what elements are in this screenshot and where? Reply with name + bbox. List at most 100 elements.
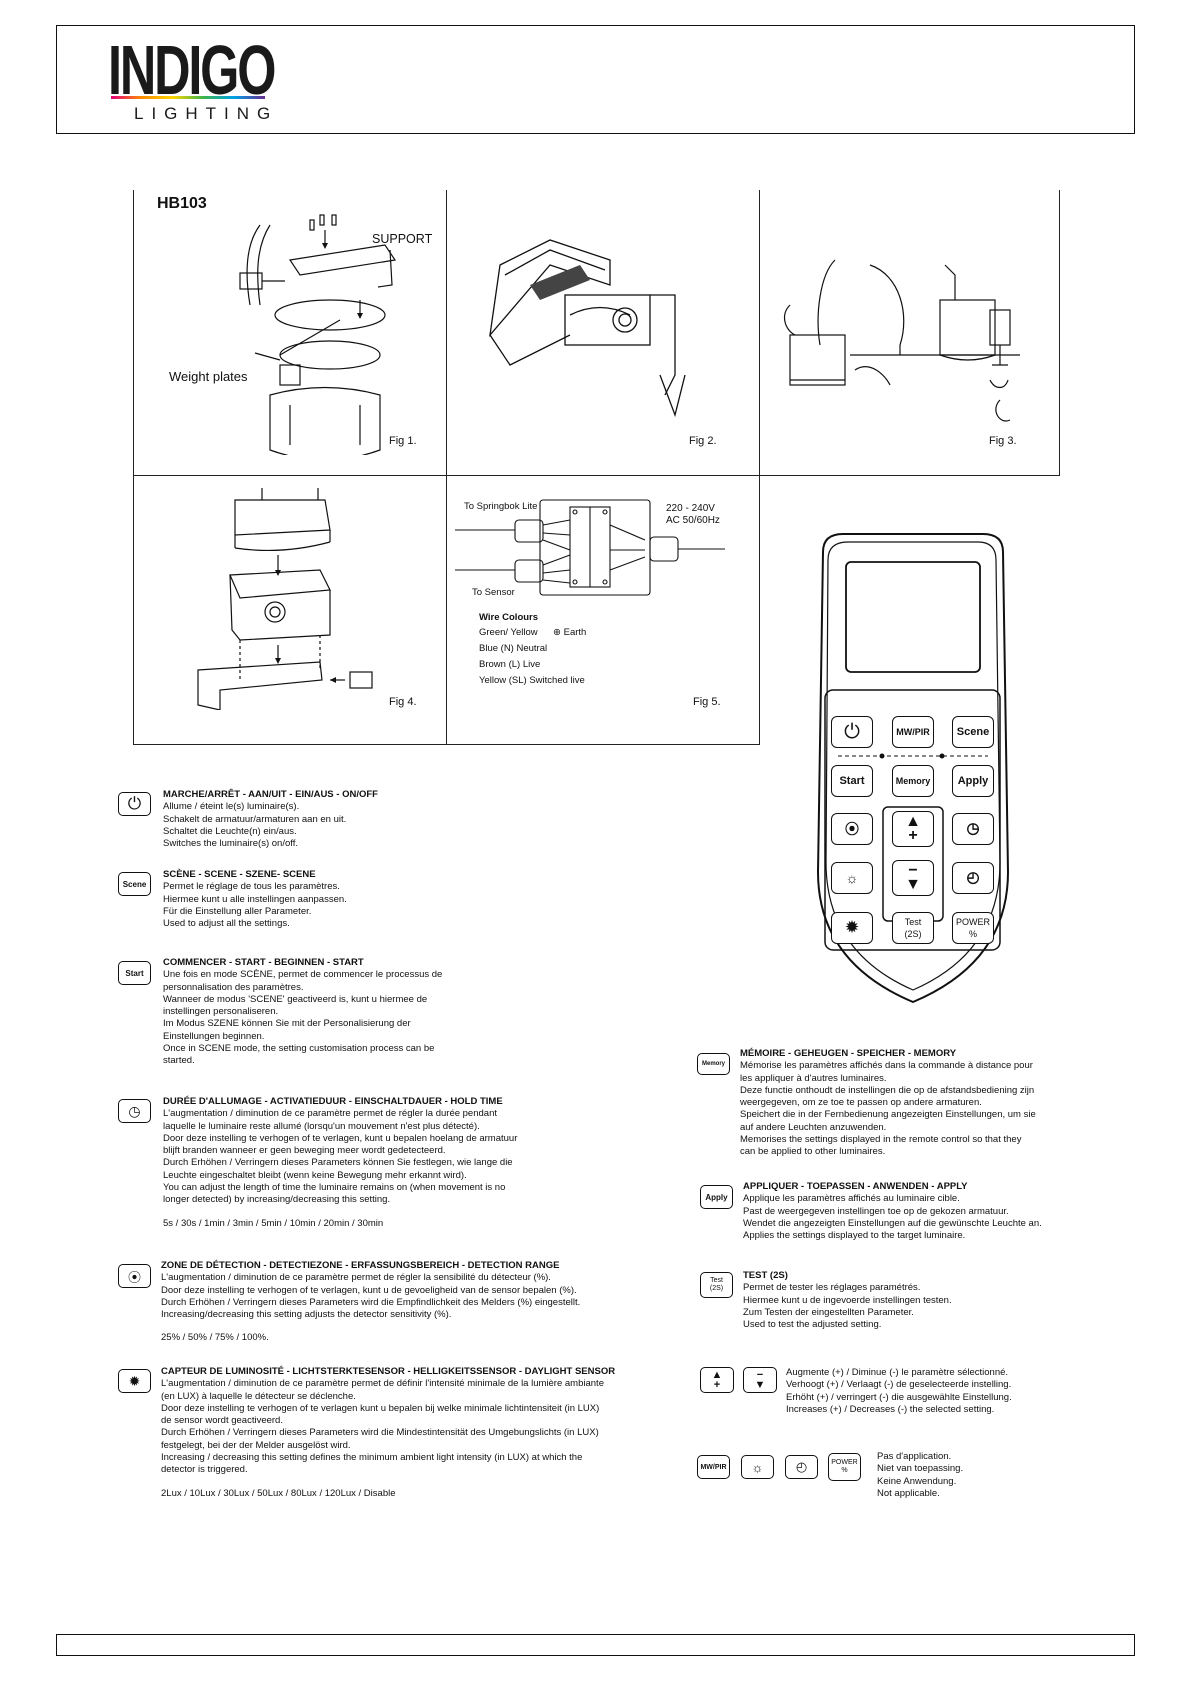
legend-onoff-line: Schakelt de armatuur/armaturen aan en ui… xyxy=(163,813,347,825)
legend-hold-time-icon: ◷ xyxy=(118,1099,151,1123)
fig5-wire-green: Green/ Yellow xyxy=(479,627,538,638)
legend-daylight-line: Increasing / decreasing this setting def… xyxy=(161,1452,583,1464)
remote-increase-button[interactable]: ▲+ xyxy=(892,811,934,847)
arrow-up-plus-icon: ▲+ xyxy=(905,813,921,844)
legend-test: TEST (2S) Permet de tester les réglages … xyxy=(743,1270,952,1331)
legend-onoff-line: Switches the luminaire(s) on/off. xyxy=(163,838,298,850)
remote-timer-button[interactable]: ◴ xyxy=(952,862,994,894)
fig1-weight-plates-label: Weight plates xyxy=(169,369,248,384)
bulb-icon: ☼ xyxy=(751,1459,764,1475)
legend-power-icon-sub: % xyxy=(841,1467,848,1474)
grid-line xyxy=(759,190,760,745)
legend-onoff-icon: ⏻ xyxy=(118,792,151,816)
legend-hold-line: blijft branden wanneer er geen beweging … xyxy=(163,1145,446,1157)
legend-na-line: Keine Anwendung. xyxy=(877,1475,957,1487)
fig5-to-sensor-label: To Sensor xyxy=(472,587,515,598)
remote-light-button[interactable]: ☼ xyxy=(831,862,873,894)
legend-memory-line: weergegeven, om ze toe te passen op ande… xyxy=(740,1097,982,1109)
legend-hold-line: Leuchte eingeschaltet bleibt (wenn keine… xyxy=(163,1169,467,1181)
remote-test-text: Test xyxy=(904,917,922,927)
legend-test-line: Permet de tester les réglages paramétrés… xyxy=(743,1282,921,1294)
legend-scene-title: SCÈNE - SCENE - SZENE- SCENE xyxy=(163,869,316,880)
timer-icon: ◴ xyxy=(795,1459,808,1474)
legend-scene-line: Hiermee kunt u alle instellingen aanpass… xyxy=(163,893,347,905)
legend-hold-title: DURÉE D'ALLUMAGE - ACTIVATIEDUUR - EINSC… xyxy=(163,1096,503,1107)
legend-daylight-line: Durch Erhöhen / Verringern dieses Parame… xyxy=(161,1427,599,1439)
legend-test-line: Zum Testen der eingestellten Parameter. xyxy=(743,1306,914,1318)
legend-onoff-title: MARCHE/ARRÊT - AAN/UIT - EIN/AUS - ON/OF… xyxy=(163,789,378,800)
clock-icon: ◷ xyxy=(966,820,980,837)
legend-onoff-line: Schaltet die Leuchte(n) ein/aus. xyxy=(163,825,297,837)
legend-start-line: started. xyxy=(163,1055,195,1067)
remote-power-button[interactable]: ⏻ xyxy=(831,716,873,748)
legend-hold-line: You can adjust the length of time the lu… xyxy=(163,1182,506,1194)
legend-range-line: L'augmentation / diminution de ce paramè… xyxy=(161,1272,551,1284)
legend-start-line: instellingen personaliseren. xyxy=(163,1006,279,1018)
remote-power-sub: % xyxy=(968,929,977,939)
fig2-label: Fig 2. xyxy=(689,435,717,447)
fig5-wire-brown: Brown (L) Live xyxy=(479,659,541,670)
remote-power-percent-button[interactable]: POWER% xyxy=(952,912,994,944)
legend-scene: SCÈNE - SCENE - SZENE- SCENE Permet le r… xyxy=(163,869,347,930)
remote-start-button[interactable]: Start xyxy=(831,765,873,797)
remote-apply-button[interactable]: Apply xyxy=(952,765,994,797)
legend-daylight-line: de sensor wordt geactiveerd. xyxy=(161,1415,283,1427)
legend-arrows-line: Erhöht (+) / verringert (-) die ausgewäh… xyxy=(786,1391,1012,1403)
legend-memory: MÉMOIRE - GEHEUGEN - SPEICHER - MEMORY M… xyxy=(740,1048,1036,1159)
legend-start-line: Einstellungen beginnen. xyxy=(163,1030,265,1042)
legend-test-icon: Test(2S) xyxy=(700,1272,733,1298)
legend-memory-line: les appliquer à d'autres luminaires. xyxy=(740,1072,887,1084)
legend-test-line: Used to test the adjusted setting. xyxy=(743,1319,882,1331)
clock-icon: ◷ xyxy=(128,1102,141,1119)
remote-power-text: POWER xyxy=(955,917,990,927)
legend-start-line: Once in SCENE mode, the setting customis… xyxy=(163,1043,435,1055)
remote-scene-button[interactable]: Scene xyxy=(952,716,994,748)
legend-power-icon-text: POWER xyxy=(831,1459,858,1466)
remote-decrease-button[interactable]: −▼ xyxy=(892,860,934,896)
remote-daylight-button[interactable]: ✹ xyxy=(831,912,873,944)
grid-line xyxy=(133,190,134,745)
legend-apply-line: Wendet die angezeigten Einstellungen auf… xyxy=(743,1217,1042,1229)
legend-bulb-icon: ☼ xyxy=(741,1455,774,1479)
fig5-wire-blue: Blue (N) Neutral xyxy=(479,643,548,654)
grid-line xyxy=(446,190,447,745)
legend-daylight-icon: ✹ xyxy=(118,1369,151,1393)
legend-start-line: Wanneer de modus 'SCENE' geactiveerd is,… xyxy=(163,993,428,1005)
legend-mwpir-icon: MW/PIR xyxy=(697,1455,730,1479)
logo-subtitle: LIGHTING xyxy=(134,104,279,123)
remote-detection-range-button[interactable]: ⦿ xyxy=(831,813,873,845)
fig5-wire-title: Wire Colours xyxy=(479,612,539,623)
legend-range-line: Door deze instelling te verhogen of te v… xyxy=(161,1284,577,1296)
legend-na-line: Not applicable. xyxy=(877,1487,940,1499)
legend-apply-line: Applique les paramètres affichés au lumi… xyxy=(743,1193,960,1205)
legend-detection-range: ZONE DE DÉTECTION - DETECTIEZONE - ERFAS… xyxy=(161,1260,580,1345)
legend-range-values: 25% / 50% / 75% / 100%. xyxy=(161,1332,269,1344)
model-label: HB103 xyxy=(157,195,207,212)
arrow-up-plus-icon: ▲+ xyxy=(711,1369,723,1391)
remote-memory-button[interactable]: Memory xyxy=(892,765,934,797)
legend-daylight-line: (en LUX) à laquelle le détecteur se décl… xyxy=(161,1390,356,1402)
legend-scene-line: Für die Einstellung aller Parameter. xyxy=(163,905,312,917)
fig5-wire-yellow: Yellow (SL) Switched live xyxy=(479,675,585,686)
fig4-label: Fig 4. xyxy=(389,696,417,708)
legend-start: COMMENCER - START - BEGINNEN - START Une… xyxy=(163,957,442,1068)
legend-memory-icon: Memory xyxy=(697,1053,730,1075)
legend-memory-line: auf andere Leuchten anzuwenden. xyxy=(740,1121,887,1133)
remote-mwpir-button[interactable]: MW/PIR xyxy=(892,716,934,748)
legend-arrows-line: Augmente (+) / Diminue (-) le paramètre … xyxy=(786,1367,1009,1378)
legend-start-line: personnalisation des paramètres. xyxy=(163,981,304,993)
legend-range-icon: ⦿ xyxy=(118,1264,151,1288)
legend-hold-line: Door deze instelling te verhogen of te v… xyxy=(163,1132,518,1144)
earth-icon: ⊕ xyxy=(553,627,561,638)
remote-test-button[interactable]: Test(2S) xyxy=(892,912,934,944)
legend-na-line: Pas d'application. xyxy=(877,1451,952,1462)
legend-hold-line: L'augmentation / diminution de ce paramè… xyxy=(163,1108,497,1120)
legend-start-line: Une fois en mode SCÈNE, permet de commen… xyxy=(163,969,443,981)
remote-hold-time-button[interactable]: ◷ xyxy=(952,813,994,845)
fig3-label: Fig 3. xyxy=(989,435,1017,447)
legend-test-line: Hiermee kunt u de ingevoerde instellinge… xyxy=(743,1294,952,1306)
legend-hold-time: DURÉE D'ALLUMAGE - ACTIVATIEDUUR - EINSC… xyxy=(163,1096,517,1230)
fig5-earth-text: Earth xyxy=(563,627,587,638)
grid-line xyxy=(133,475,1060,476)
legend-decrease-icon: −▼ xyxy=(743,1367,777,1393)
